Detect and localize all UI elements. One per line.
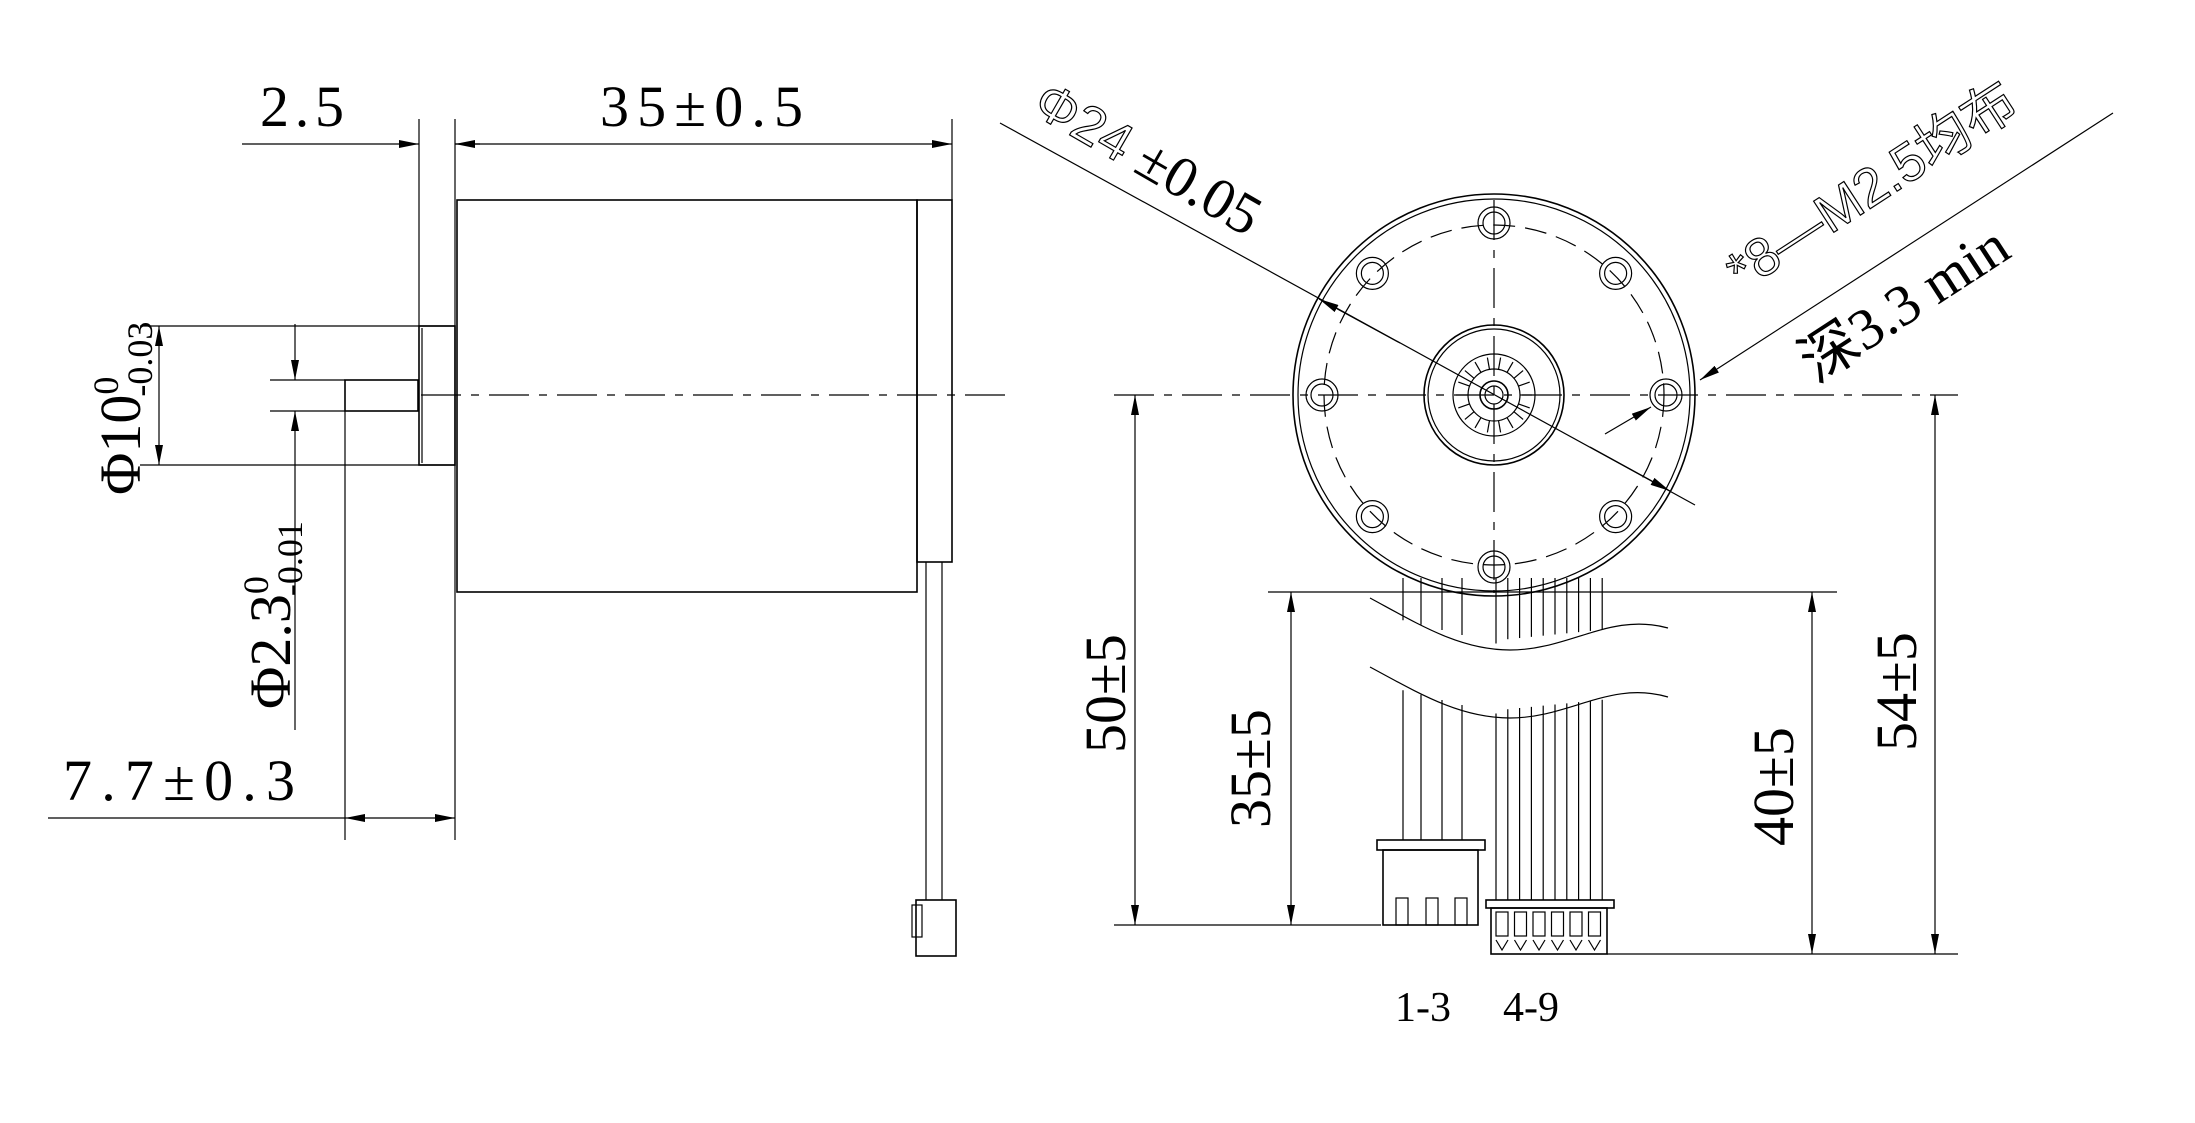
mount-hole xyxy=(1599,500,1633,534)
connector-1-3 xyxy=(1376,839,1486,926)
dim-body-length: 35±0.5 xyxy=(600,74,803,139)
front-view: Φ24±0.05 *8—M2.5均布 深3.3 min 1-3 4-9 50±5 xyxy=(999,67,2114,1031)
mount-hole xyxy=(1355,256,1389,290)
dim-lead-54: 54±5 xyxy=(1864,632,1929,751)
gear-tooth xyxy=(1518,403,1530,409)
gear-tooth xyxy=(1486,357,1491,370)
side-view: 2.5 35±0.5 Φ100-0.03 Φ2.30-0.01 7.7±0.3 xyxy=(48,74,1005,957)
lead-wires xyxy=(1402,578,1603,900)
dim-flange-diameter: Φ100-0.03 xyxy=(86,322,160,495)
connector-pin xyxy=(1569,911,1583,937)
dim-flange-length: 2.5 xyxy=(260,74,344,139)
connector-pin xyxy=(1532,911,1546,937)
rear-cap xyxy=(916,199,953,563)
break-line xyxy=(1369,597,1669,651)
dim-shaft-diameter: Φ2.30-0.01 xyxy=(236,521,310,709)
gear-tooth xyxy=(1464,411,1475,420)
connector-pin xyxy=(1495,911,1509,937)
dim-lead-50: 50±5 xyxy=(1073,634,1138,753)
gear-tooth xyxy=(1518,381,1530,387)
dim-lead-35: 35±5 xyxy=(1218,709,1283,828)
dim-lead-40: 40±5 xyxy=(1741,727,1806,846)
label-connector-4-9: 4-9 xyxy=(1503,985,1559,1031)
gear-tooth xyxy=(1497,357,1502,370)
motor-body xyxy=(456,199,918,593)
mount-hole xyxy=(1599,256,1633,290)
mount-hole-inner xyxy=(1360,261,1384,285)
dim-bolt-circle: Φ24±0.05 xyxy=(1024,67,1273,249)
mount-hole-inner xyxy=(1604,505,1628,529)
gear-tooth xyxy=(1458,381,1470,387)
gear-tooth xyxy=(1474,417,1482,429)
gear-tooth xyxy=(1506,417,1514,429)
gear-tooth xyxy=(1513,411,1524,420)
gear-tooth xyxy=(1458,403,1470,409)
side-connector xyxy=(915,899,957,957)
connector-pin xyxy=(1513,911,1528,937)
mount-hole-inner xyxy=(1360,505,1384,529)
gear-tooth xyxy=(1513,370,1524,379)
connector-pin xyxy=(1587,911,1602,937)
gear-tooth xyxy=(1464,370,1475,379)
connector-4-9 xyxy=(1485,899,1615,955)
gear-tooth xyxy=(1506,361,1514,373)
connector-pin xyxy=(1550,911,1565,937)
gear-tooth xyxy=(1474,361,1482,373)
label-connector-1-3: 1-3 xyxy=(1395,985,1451,1031)
mount-hole-inner xyxy=(1604,261,1628,285)
mount-hole xyxy=(1355,500,1389,534)
gear-tooth xyxy=(1497,420,1502,433)
break-line xyxy=(1369,666,1669,719)
gear-tooth xyxy=(1486,420,1491,433)
shaft xyxy=(344,379,419,412)
dim-shaft-length: 7.7±0.3 xyxy=(63,748,295,813)
